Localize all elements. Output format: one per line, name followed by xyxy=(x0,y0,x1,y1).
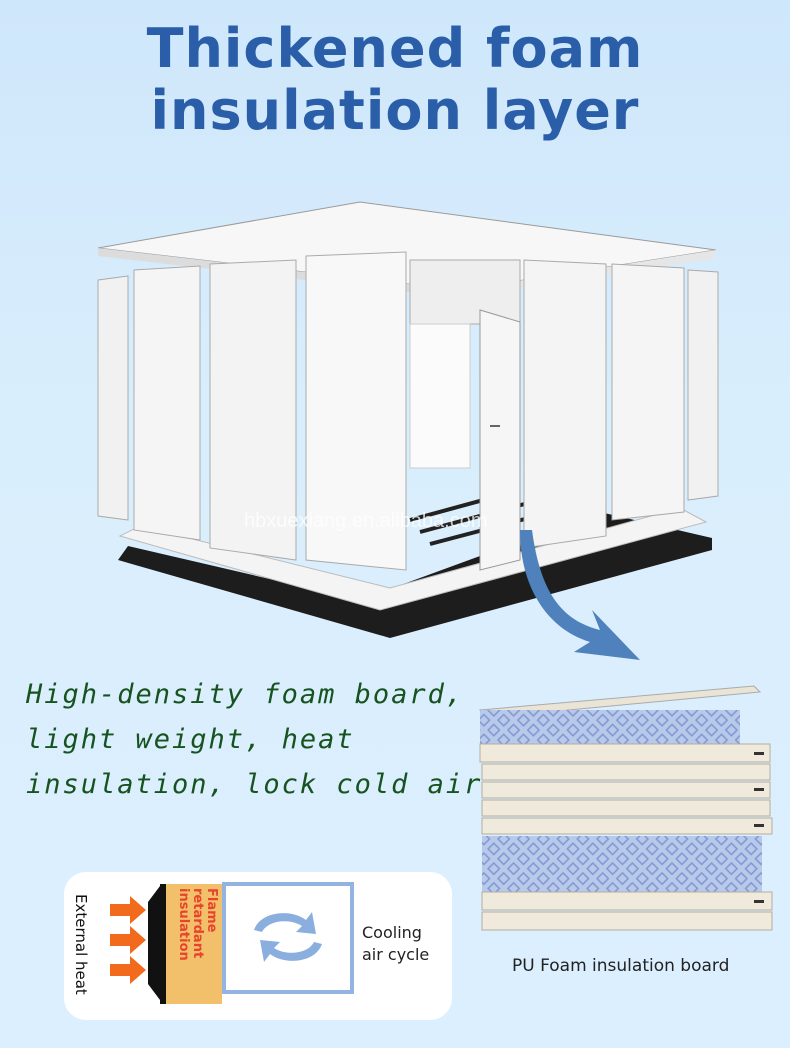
board-layers xyxy=(479,743,773,835)
wall-panel xyxy=(97,275,129,521)
title-line-1: Thickened foam xyxy=(146,17,644,80)
external-heat-label: External heat xyxy=(72,893,90,995)
wall-panel xyxy=(209,259,297,561)
back-wall xyxy=(409,259,521,325)
board-caption: PU Foam insulation board xyxy=(512,956,730,976)
cycle-arrows-icon xyxy=(254,912,322,962)
wall-panel xyxy=(523,259,607,549)
wall-panel xyxy=(133,265,201,541)
page-title: Thickened foam insulation layer xyxy=(0,18,790,142)
foam-layer xyxy=(166,884,222,1004)
door xyxy=(479,309,521,571)
features-line-3: insulation, lock cold air xyxy=(26,769,483,800)
inner-room xyxy=(222,882,354,994)
cooling-label: Cooling air cycle xyxy=(362,922,429,966)
cooling-line-1: Cooling xyxy=(362,923,422,942)
wall-panel xyxy=(305,251,407,571)
cold-room-illustration xyxy=(97,201,719,660)
insulation-diagram xyxy=(110,882,354,1004)
foam-board-stack xyxy=(479,685,773,931)
curved-arrow-icon xyxy=(520,530,640,660)
features-text: High-density foam board, light weight, h… xyxy=(26,672,483,807)
cooling-line-2: air cycle xyxy=(362,945,430,964)
wall-panel xyxy=(687,269,719,501)
title-line-2: insulation layer xyxy=(150,79,640,142)
heat-arrow-icon xyxy=(110,896,146,984)
features-line-2: light weight, heat xyxy=(26,724,355,755)
features-line-1: High-density foam board, xyxy=(26,679,465,710)
flame-retardant-label: Flame retardant insulation xyxy=(176,888,219,961)
wall-panel xyxy=(611,263,685,521)
watermark: hbxuexiang.en.alibaba.com xyxy=(244,510,488,532)
